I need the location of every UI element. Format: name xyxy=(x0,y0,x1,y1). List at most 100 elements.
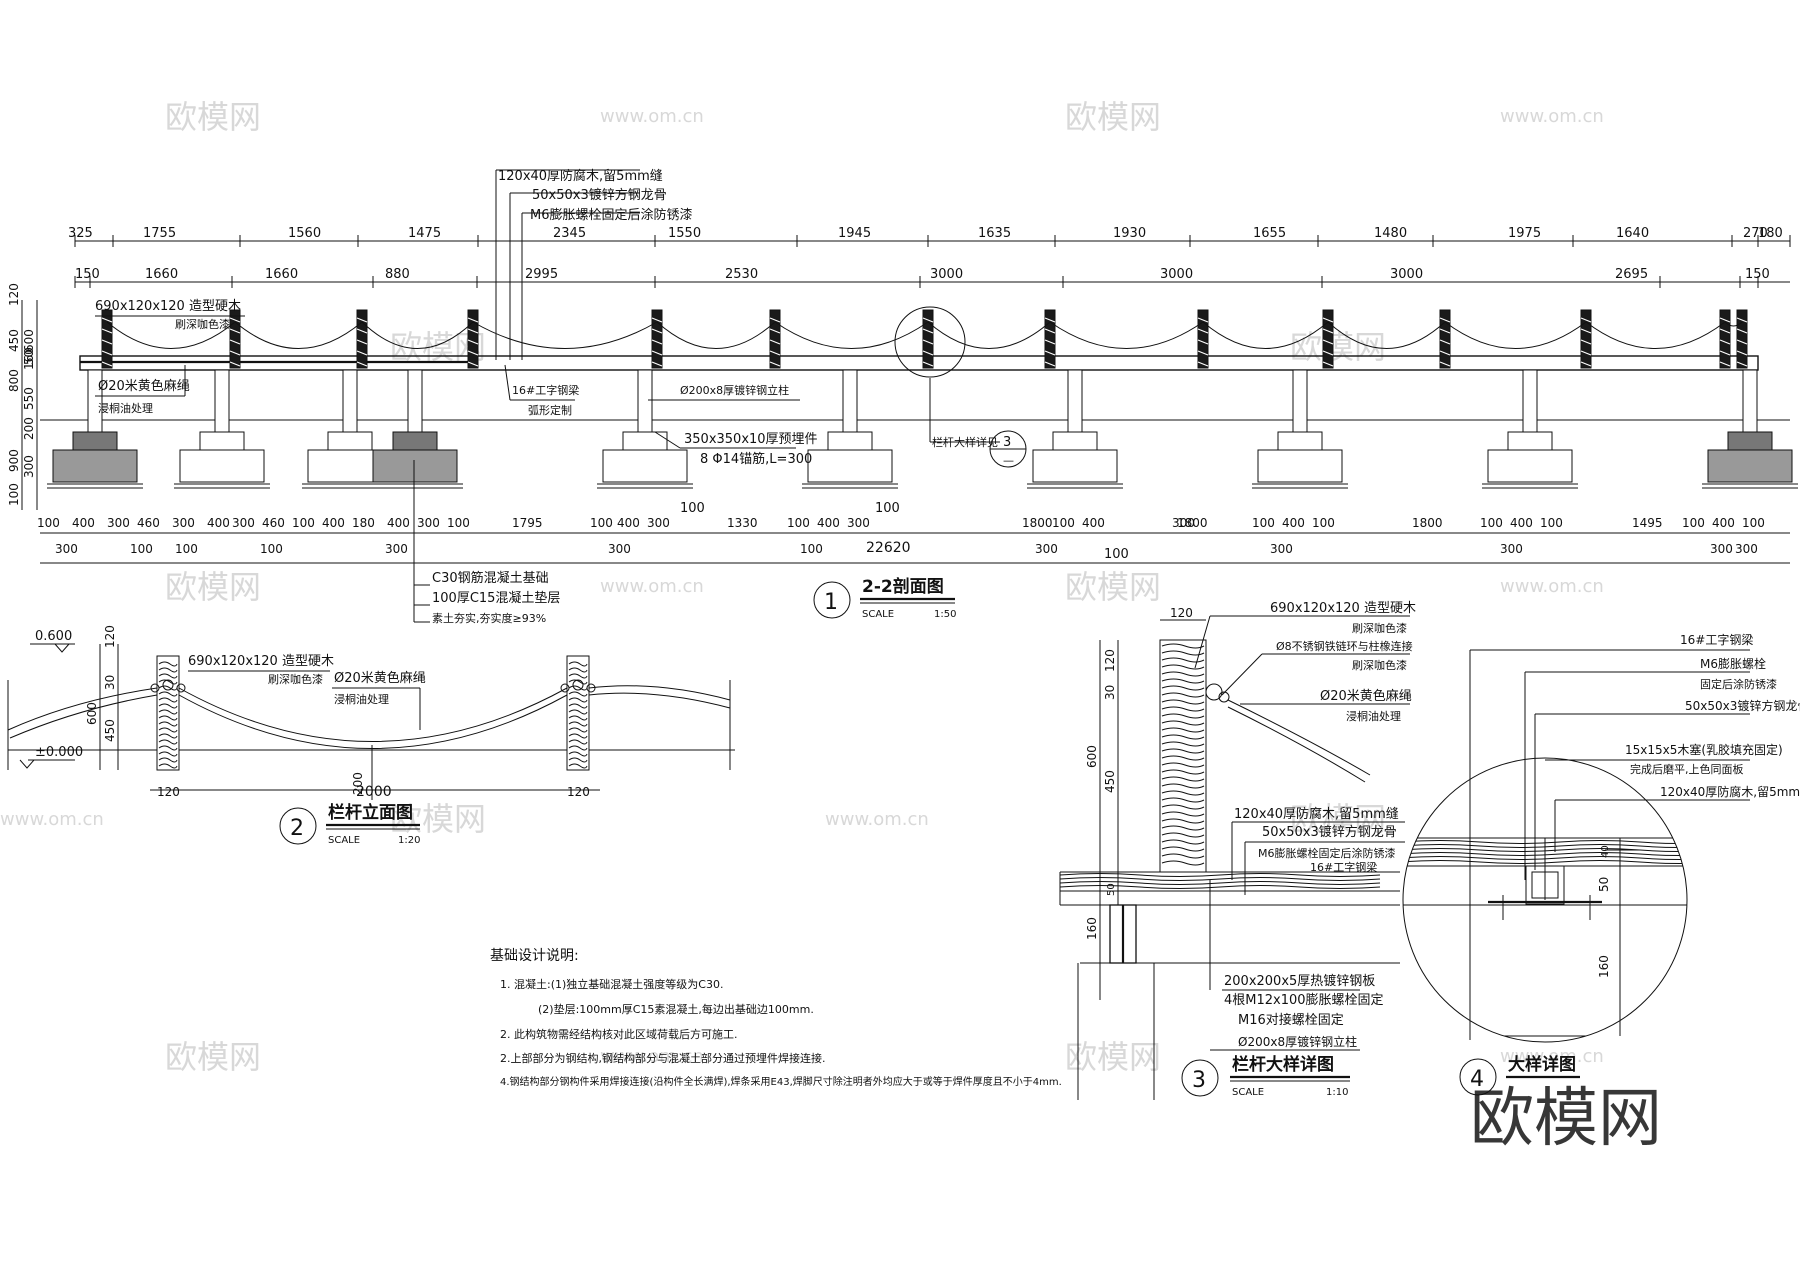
elev-label-post: 690x120x120 造型硬木 xyxy=(188,654,334,669)
dimension-text: 100 xyxy=(1312,516,1335,530)
detail4-label: M6膨胀螺栓 xyxy=(1700,656,1766,671)
dimension-text: 300 xyxy=(1035,542,1058,556)
label-anchor: 8 Φ14锚筋,L=300 xyxy=(700,451,812,467)
d4-dim: 160 xyxy=(1597,955,1611,978)
notes-line: 4.钢结构部分钢构件采用焊接连接(沿构件全长满焊),焊条采用E43,焊脚尺寸除注… xyxy=(500,1075,1062,1088)
elev-dim-600: 600 xyxy=(85,702,99,725)
dimension-text: 300 xyxy=(847,516,870,530)
dimension-text: 1640 xyxy=(1616,226,1649,241)
label-steel-column: Ø200x8厚镀锌钢立柱 xyxy=(680,383,789,397)
dimension-text: 100 xyxy=(7,483,21,506)
elev-label-rope: Ø20米黄色麻绳 xyxy=(334,670,426,686)
dimension-text: 600 xyxy=(22,329,36,352)
label-rope-oil: 浸桐油处理 xyxy=(98,401,153,415)
dimension-text: 460 xyxy=(262,516,285,530)
dimension-text: 800 xyxy=(7,369,21,392)
timber-post xyxy=(1322,309,1334,369)
concrete-footings xyxy=(47,431,1798,489)
dimension-text: 300 xyxy=(1500,542,1523,556)
elev-dim-120: 120 xyxy=(103,625,117,648)
watermark-url: www.om.cn xyxy=(600,1046,704,1067)
title-number-4: 4 xyxy=(1470,1067,1484,1092)
detail4-label: 16#工字钢梁 xyxy=(1680,632,1753,647)
watermark-url: www.om.cn xyxy=(0,809,104,830)
timber-post xyxy=(229,309,241,369)
scale-label: SCALE xyxy=(862,609,894,620)
scale-label: SCALE xyxy=(1232,1087,1264,1098)
timber-posts xyxy=(101,309,1748,369)
dimension-text: 100 xyxy=(37,516,60,530)
notes-line: (2)垫层:100mm厚C15素混凝土,每边出基础边100mm. xyxy=(538,1002,814,1016)
title-bubble-3 xyxy=(1181,1059,1219,1097)
timber-post xyxy=(1439,309,1451,369)
title-bubble-1 xyxy=(813,581,851,619)
detail3-label: Ø8不锈钢铁链环与柱橡连接 xyxy=(1276,639,1413,653)
detail-ref-number: 3 xyxy=(1003,435,1011,450)
watermark-logo: 欧模网 xyxy=(165,98,261,136)
dimension-text: 1480 xyxy=(1374,226,1407,241)
dimension-text: 1660 xyxy=(265,267,298,282)
detail4-labels: 16#工字钢梁M6膨胀螺栓固定后涂防锈漆50x50x3镀锌方钢龙骨15x15x5… xyxy=(1625,632,1800,799)
dimension-text: 400 xyxy=(617,516,640,530)
bottom-mid-dim: 100 xyxy=(875,501,900,516)
dimension-text: 300 xyxy=(1172,516,1195,530)
label-steel-frame: 50x50x3镀锌方钢龙骨 xyxy=(532,187,667,203)
detail3-label: 刷深咖色漆 xyxy=(1352,621,1407,635)
dimension-text: 400 xyxy=(1082,516,1105,530)
detail3-label: 浸桐油处理 xyxy=(1346,709,1401,723)
watermark-url: www.om.cn xyxy=(1500,106,1604,127)
dimension-text: 120 xyxy=(7,283,21,306)
steel-columns xyxy=(87,369,1758,433)
label-bolt: M6膨胀螺栓固定后涂防锈漆 xyxy=(530,207,693,223)
dimension-text: 300 xyxy=(647,516,670,530)
watermark-logo: 欧模网 xyxy=(1065,568,1161,606)
title-bubble-2 xyxy=(279,807,317,845)
dimension-text: 300 xyxy=(172,516,195,530)
detail3-label: Ø200x8厚镀锌钢立柱 xyxy=(1238,1034,1357,1049)
detail3-label: Ø20米黄色麻绳 xyxy=(1320,688,1412,704)
d3-dim: 30 xyxy=(1103,685,1117,700)
dimension-text: 100 xyxy=(1480,516,1503,530)
dimension-text: 100 xyxy=(175,542,198,556)
detail3-label: 120x40厚防腐木,留5mm缝 xyxy=(1234,806,1399,822)
timber-post xyxy=(1719,309,1731,369)
detail4-label: 15x15x5木塞(乳胶填充固定) xyxy=(1625,742,1783,757)
dimension-text: 1795 xyxy=(512,516,543,530)
title-detail-3: 栏杆大样详图 xyxy=(1232,1054,1334,1075)
detail3-post xyxy=(1159,639,1207,873)
dimension-text: 400 xyxy=(72,516,95,530)
timber-post xyxy=(1736,309,1748,369)
d3-top-width: 120 xyxy=(1170,606,1193,620)
dimension-text: 160 xyxy=(22,347,36,370)
dimension-text: 1755 xyxy=(143,226,176,241)
notes-heading: 基础设计说明: xyxy=(490,947,579,964)
detail3-label: 4根M12x100膨胀螺栓固定 xyxy=(1224,993,1384,1008)
dimension-text: 100 xyxy=(1742,516,1765,530)
watermark-url: www.om.cn xyxy=(600,576,704,597)
timber-post xyxy=(769,309,781,369)
title-bubble-4 xyxy=(1459,1058,1497,1096)
elev-dim-30: 30 xyxy=(103,675,117,690)
label-cushion: 100厚C15混凝土垫层 xyxy=(432,590,560,606)
dimension-text: 400 xyxy=(1510,516,1533,530)
label-post-paint: 刷深咖色漆 xyxy=(175,317,230,331)
watermark-url: www.om.cn xyxy=(825,809,929,830)
dimension-text: 1930 xyxy=(1113,226,1146,241)
elev-sag: 200 xyxy=(351,772,365,795)
dimension-text: 300 xyxy=(1270,542,1293,556)
dimension-text: 300 xyxy=(417,516,440,530)
d3-dim: 50 xyxy=(1106,883,1117,896)
elevation-post-right xyxy=(566,655,590,771)
detail3-label: M6膨胀螺栓固定后涂防锈漆 xyxy=(1258,846,1396,860)
d3-dim: 450 xyxy=(1103,770,1117,793)
dimension-text: 2345 xyxy=(553,226,586,241)
label-ibeam-made: 弧形定制 xyxy=(528,403,572,417)
watermark-logo: 欧模网 xyxy=(390,800,486,838)
notes-line: 2. 此构筑物需经结构核对此区域荷载后方可施工. xyxy=(500,1027,738,1041)
detail4-circle xyxy=(1402,757,1688,1043)
dimension-text: 1975 xyxy=(1508,226,1541,241)
timber-post xyxy=(651,309,663,369)
